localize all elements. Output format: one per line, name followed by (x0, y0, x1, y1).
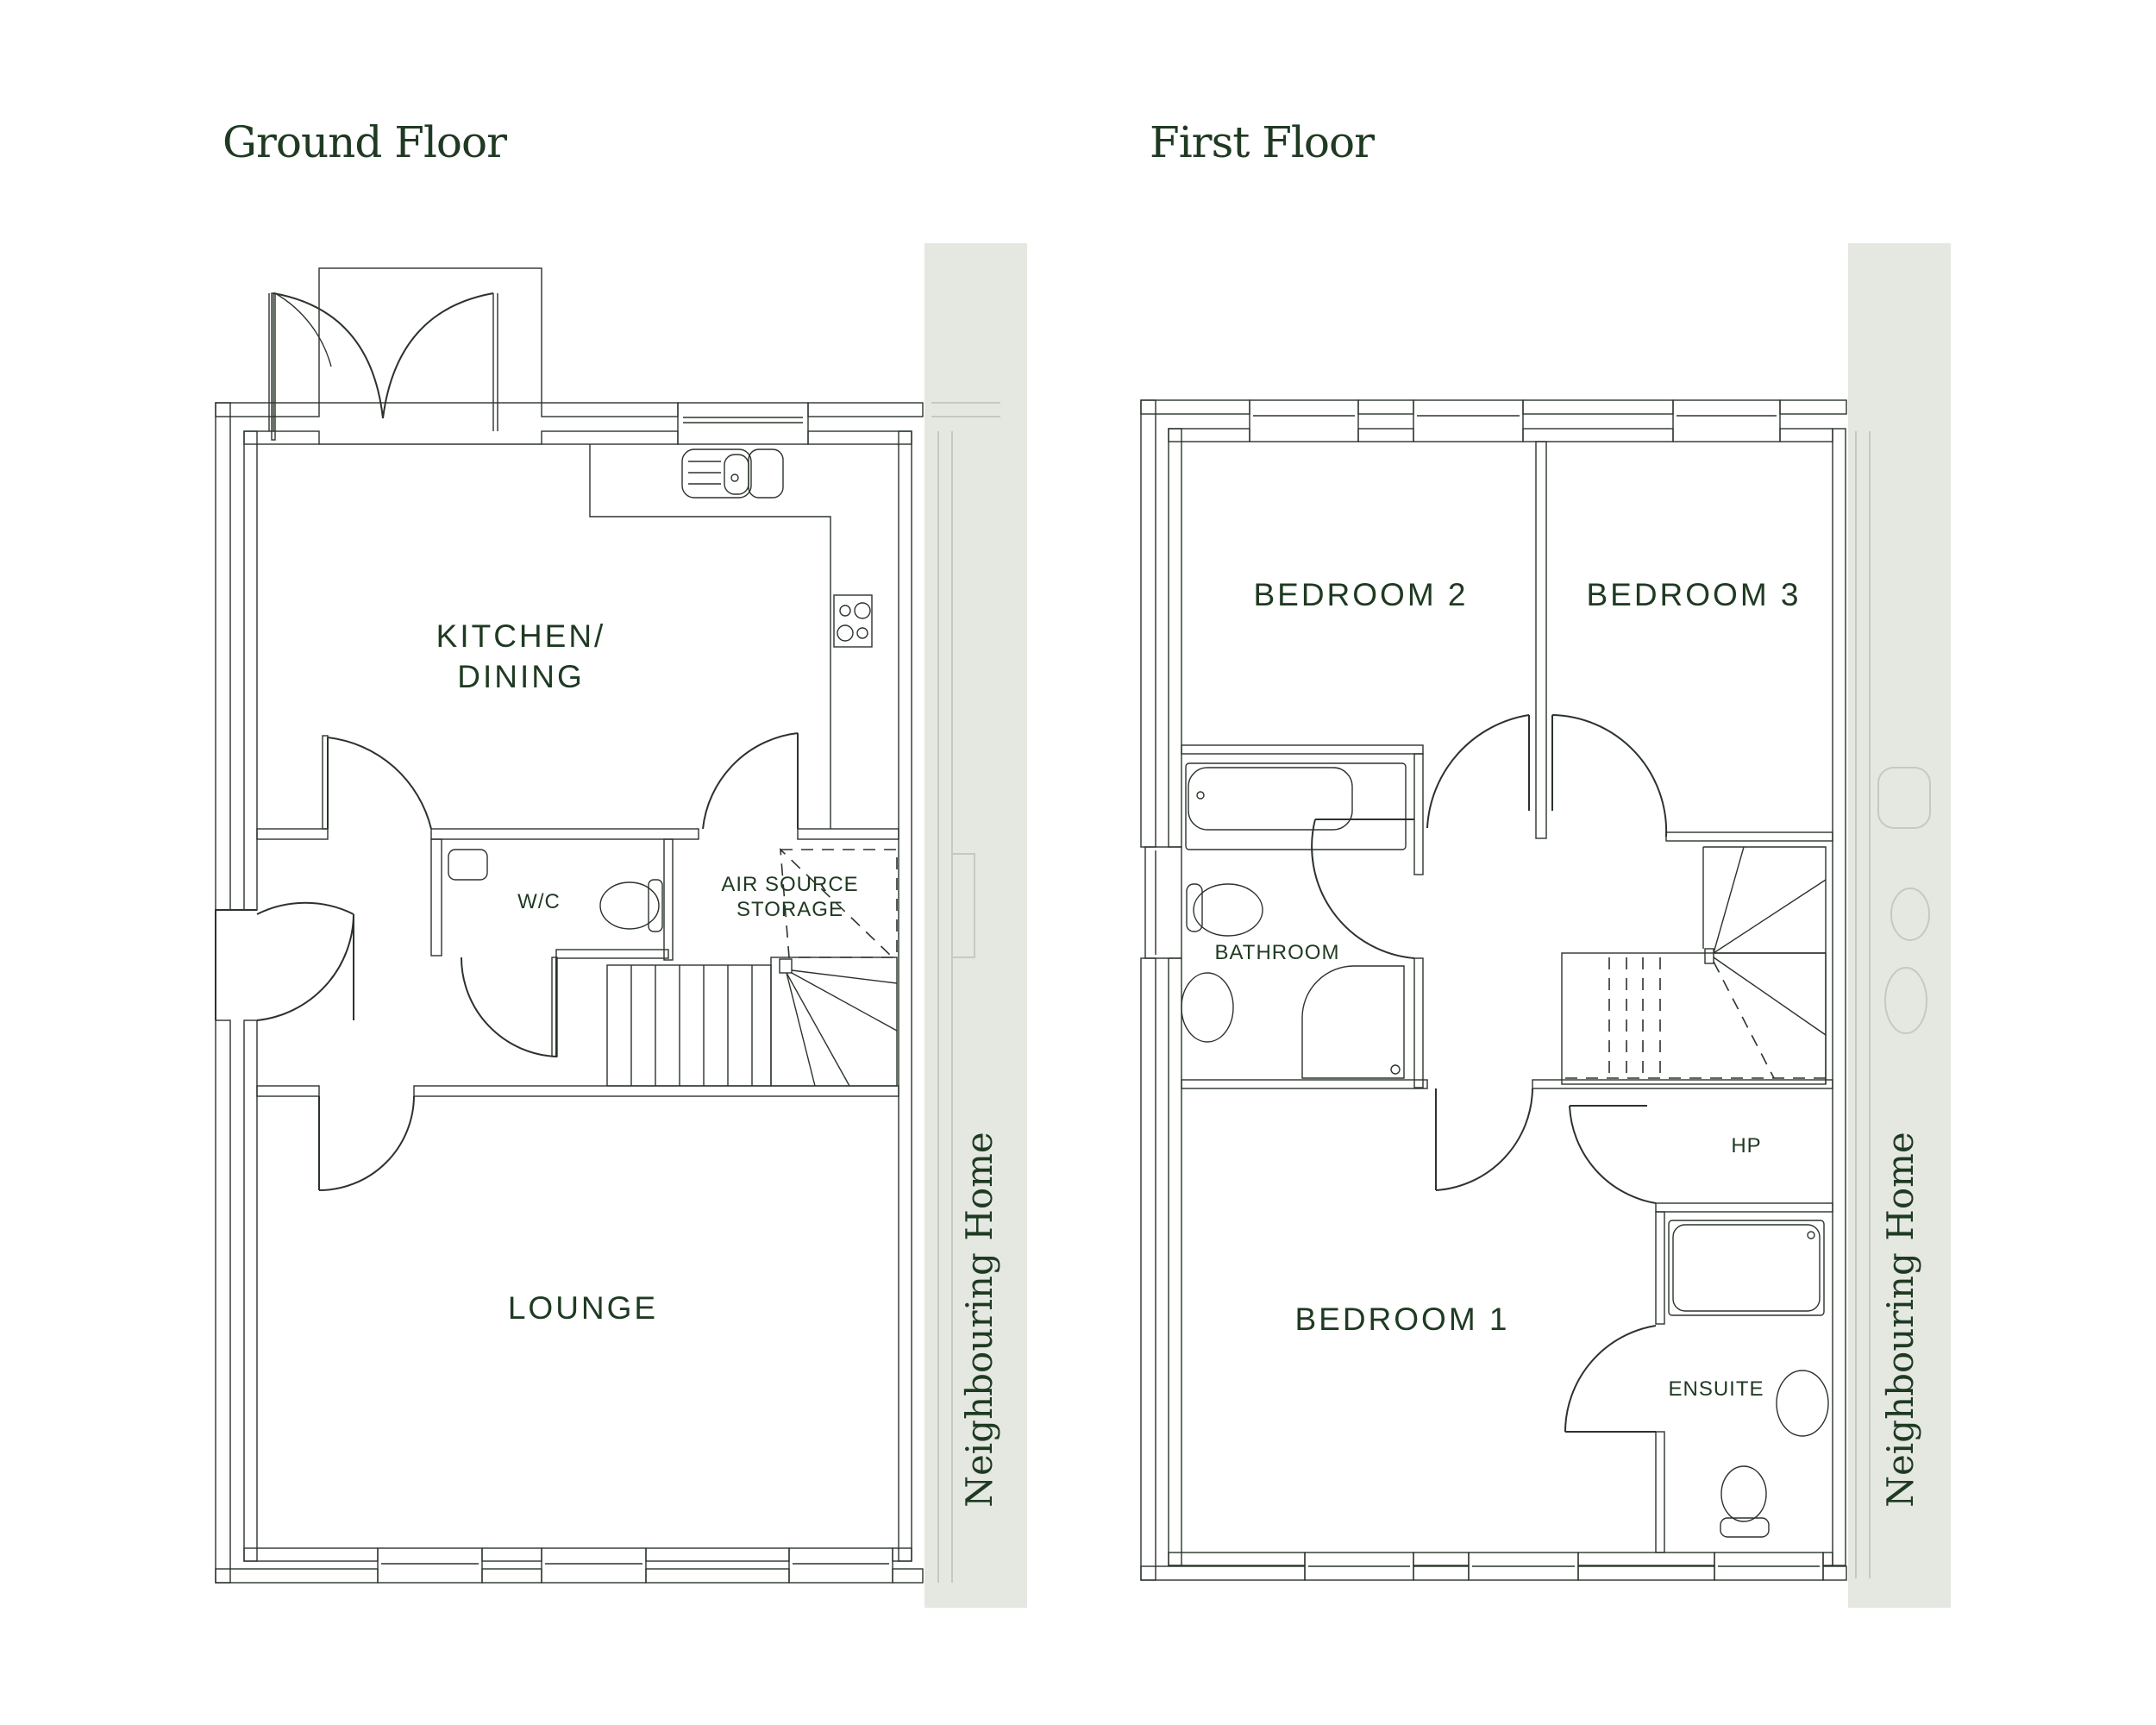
internal-doors (215, 732, 799, 1191)
room-label-hp: HP (1731, 1134, 1761, 1157)
room-label-bedroom-1: BEDROOM 1 (1294, 1302, 1509, 1337)
kitchen-units (589, 444, 873, 829)
room-label-kitchen: KITCHEN/ (436, 618, 606, 654)
hob-icon (833, 594, 873, 648)
internal-walls (1181, 441, 1833, 1553)
ensuite-fixtures (1668, 1220, 1829, 1538)
room-label-wc: W/C (517, 890, 561, 913)
neighbour-ghost-lines (931, 402, 1000, 1583)
neighbouring-home-label: Neighbouring Home (958, 1132, 1000, 1508)
ground-stairs (606, 957, 898, 1087)
room-label-storage: STORAGE (736, 898, 843, 921)
neighbour-ghost-lines (1855, 431, 1931, 1578)
first-stairs (1561, 846, 1827, 1085)
room-label-bedroom-3: BEDROOM 3 (1586, 577, 1801, 612)
room-label-bedroom-2: BEDROOM 2 (1253, 577, 1468, 612)
first-floor-title: First Floor (1150, 117, 1375, 167)
room-label-lounge: LOUNGE (508, 1290, 658, 1326)
wc-fixtures (448, 849, 663, 932)
neighbouring-home-strip (1848, 243, 1951, 1608)
french-doors (268, 267, 542, 445)
room-label-air-source: AIR SOURCE (721, 873, 858, 896)
ground-floor-title: Ground Floor (222, 117, 507, 167)
room-label-ensuite: ENSUITE (1668, 1377, 1764, 1401)
room-label-bathroom: BATHROOM (1215, 941, 1340, 964)
bathroom-fixtures (1181, 762, 1407, 1079)
windows (1144, 399, 1824, 1581)
external-walls (215, 402, 924, 1584)
first-floor-plan: First Floor Neighbouring Home (1140, 117, 1951, 1608)
neighbouring-home-label: Neighbouring Home (1879, 1132, 1921, 1508)
sink-icon (681, 448, 784, 499)
room-label-dining: DINING (457, 659, 585, 694)
ground-floor-plan: Ground Floor Neighbouring Home (215, 117, 1027, 1608)
internal-doors (1311, 714, 1668, 1433)
neighbouring-home-strip (924, 243, 1027, 1608)
windows (377, 402, 893, 1584)
